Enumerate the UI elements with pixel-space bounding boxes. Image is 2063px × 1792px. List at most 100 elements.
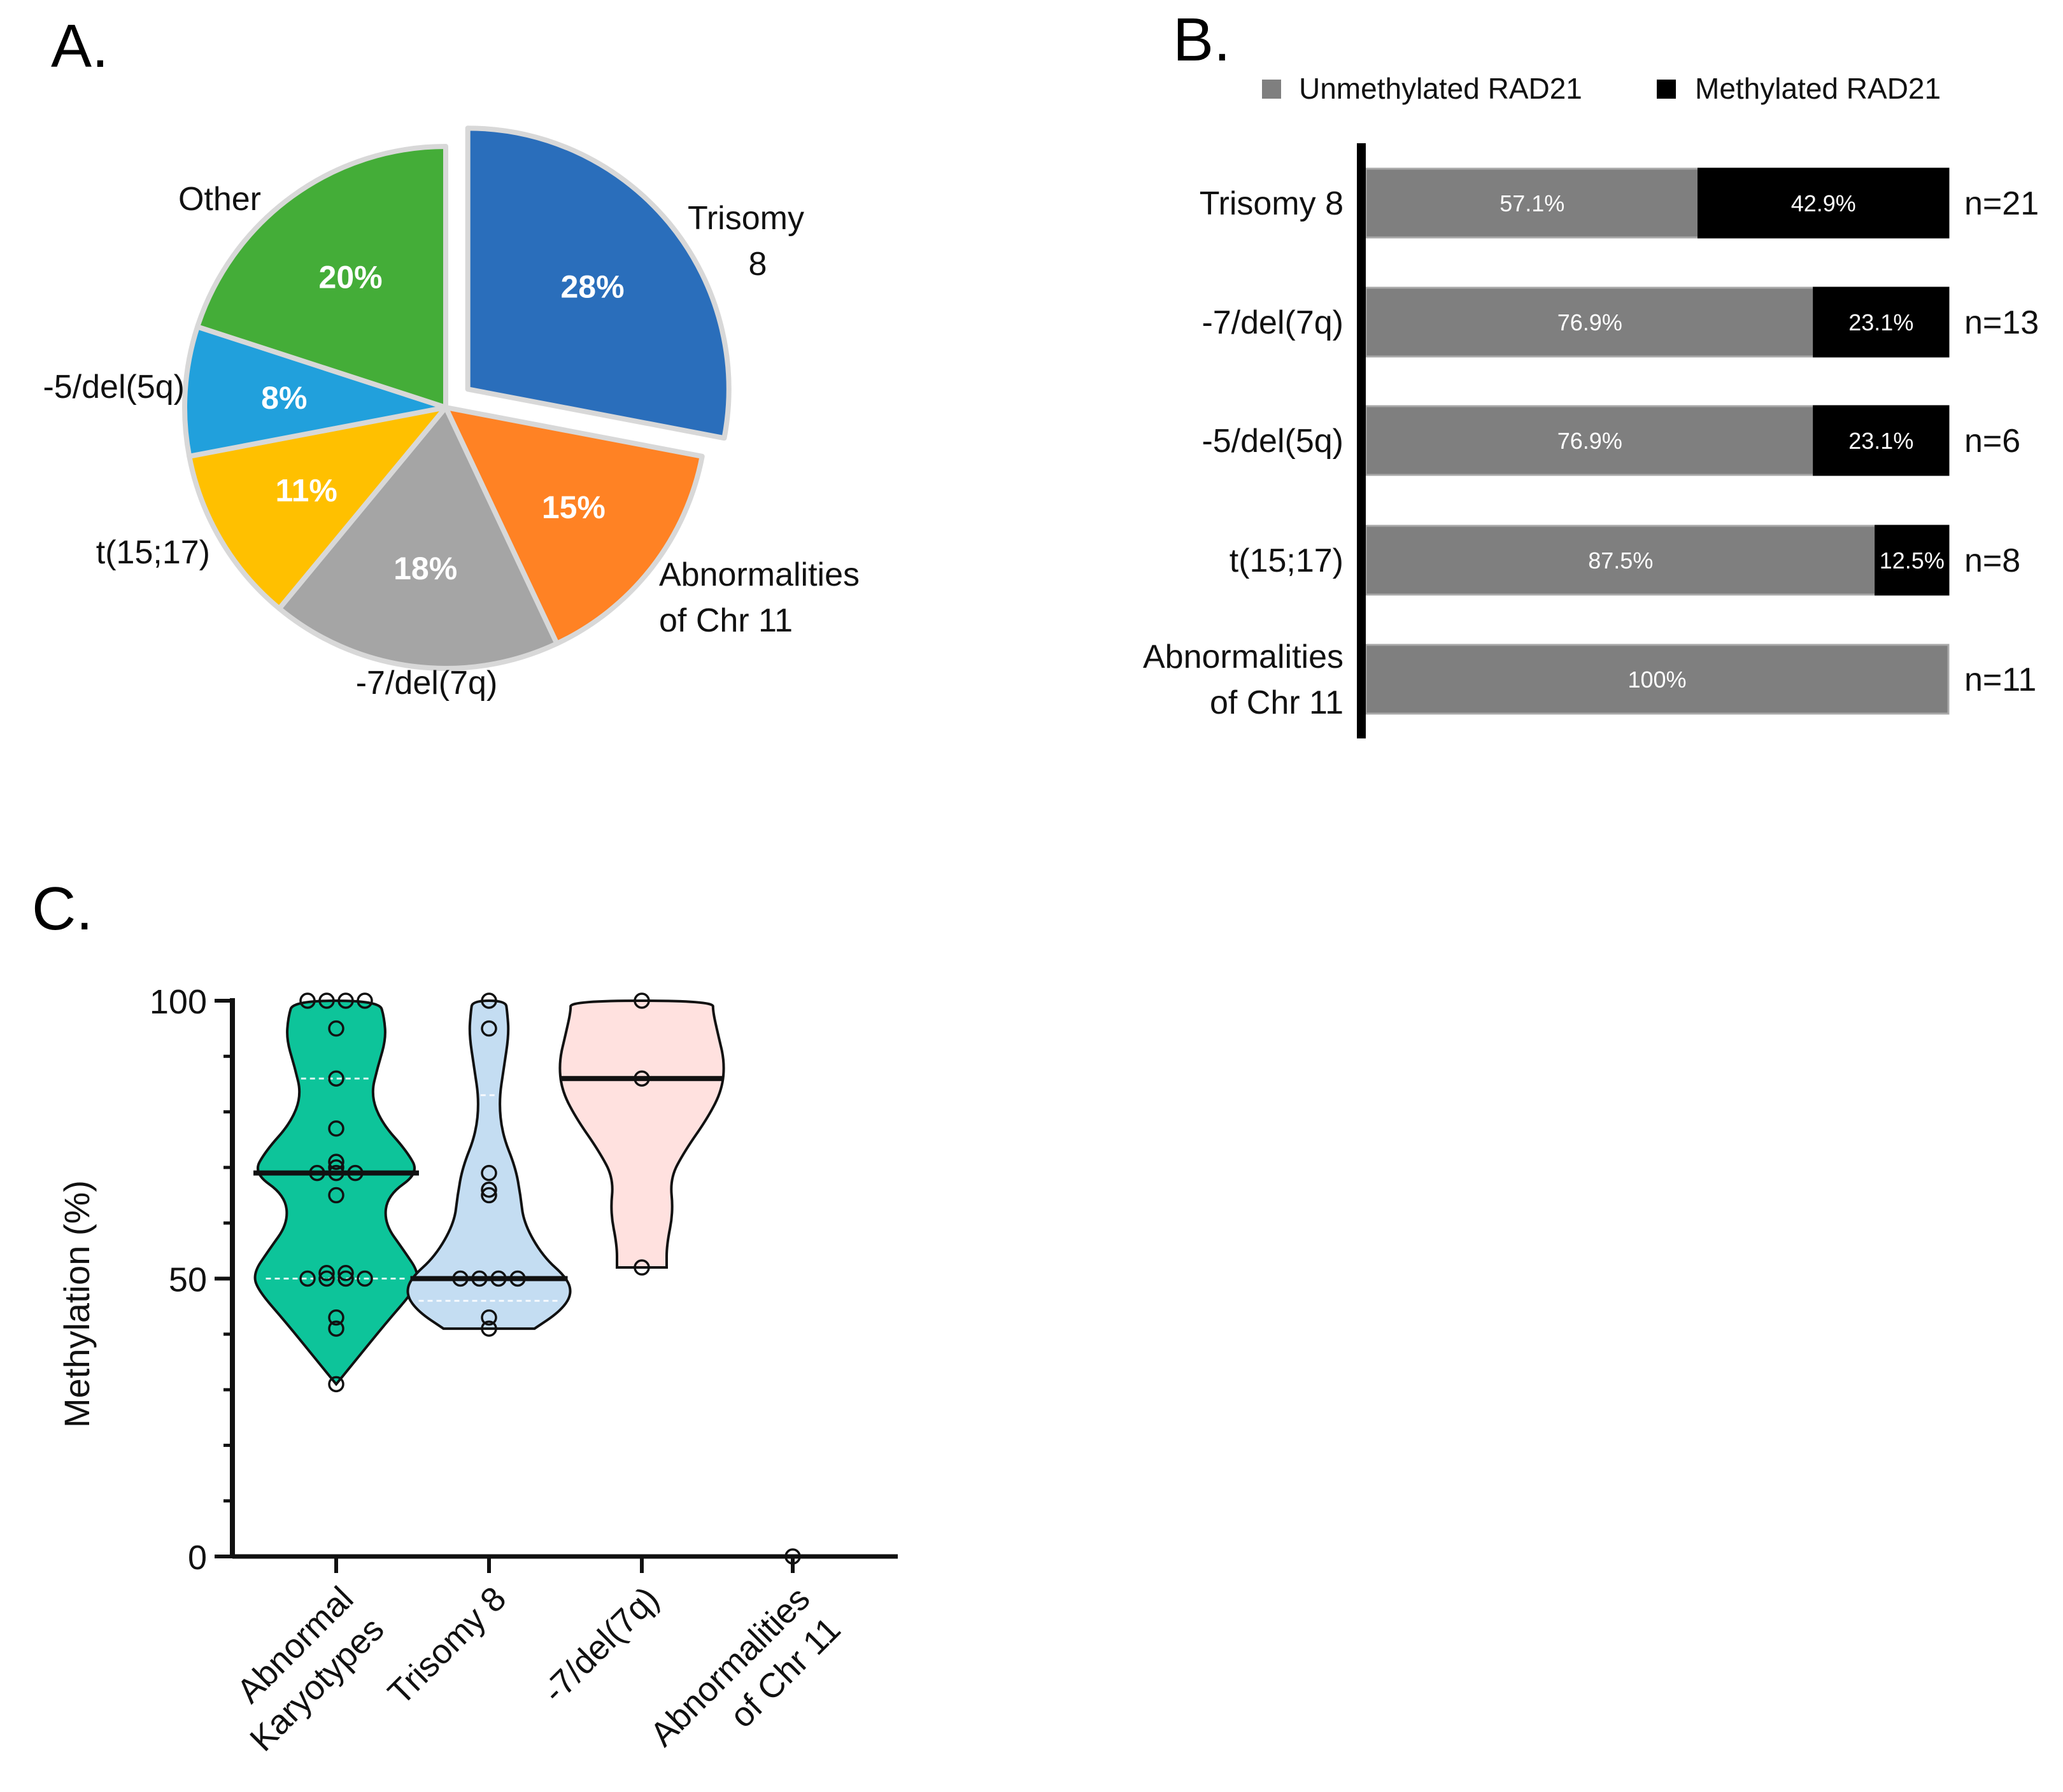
violin-point (347, 1164, 364, 1182)
pie-value-abnormalities-of-chr-11: 15% (542, 490, 606, 525)
bar-segment-unmethylated-rad21-3 (1365, 525, 1877, 596)
violin-point (328, 1159, 344, 1176)
violin-abnormal-karyotypes (253, 999, 419, 1386)
violin-point (634, 992, 650, 1009)
bar-value-label: 23.1% (1848, 428, 1913, 454)
violin-point (481, 1309, 497, 1326)
pie-slice-trisomy-8 (465, 125, 732, 441)
violin-point (328, 1376, 344, 1393)
violin-point (481, 1320, 497, 1337)
bar-category-label: -5/del(5q) (1202, 423, 1343, 460)
violin-point (328, 1164, 344, 1182)
violin-point (337, 992, 354, 1009)
pie-label-abnormalities-of-chr-11: of Chr 11 (659, 602, 793, 639)
bar-value-label: 100% (1627, 667, 1686, 693)
bar-category-label: Abnormalities (1143, 638, 1343, 675)
violin-point (634, 1070, 650, 1087)
violin-point (318, 1265, 335, 1281)
bar-category-label: t(15;17) (1230, 542, 1343, 579)
violin-7-del-7q (558, 999, 725, 1269)
x-category-label-line: -7/del(7q) (535, 1579, 667, 1711)
legend-swatch-unmethylated-rad21 (1262, 80, 1281, 99)
panel-label-a: A. (51, 12, 109, 80)
pie-slice-other (195, 144, 448, 410)
violin-point (481, 1182, 497, 1198)
violin-point (309, 1164, 325, 1182)
stacked-bar-chart: Unmethylated RAD21 Methylated RAD21 57.1% 4… (1143, 72, 2039, 738)
violin-point (357, 1270, 373, 1287)
panel-label-c: C. (32, 875, 93, 943)
bar-category-label: of Chr 11 (1210, 684, 1343, 721)
bar-value-label: 57.1% (1499, 190, 1564, 216)
x-category-label-line: Trisomy 8 (381, 1579, 514, 1712)
violin-point (481, 992, 497, 1009)
bar-n-label: n=13 (1964, 304, 2039, 341)
violin-point (299, 992, 316, 1009)
bar-segment-methylated-rad21-3 (1875, 525, 1950, 596)
violin-trisomy-8 (406, 999, 572, 1330)
bar-category-label: Trisomy 8 (1200, 185, 1343, 222)
violin-point (452, 1270, 469, 1287)
pie-value-t-15-17: 11% (276, 472, 337, 508)
violin-point (328, 1020, 344, 1037)
violin-point (328, 1187, 344, 1204)
bar-n-label: n=6 (1964, 423, 2020, 460)
pie-value-other: 20% (319, 259, 383, 295)
bar-value-label: 12.5% (1880, 547, 1945, 574)
pie-slice-7-del-7q (276, 405, 560, 671)
violin-point (337, 1270, 354, 1287)
x-category-label-abnormalities-of-chr-11: Abnormalitiesof Chr 11 (643, 1579, 848, 1784)
panel-label-b: B. (1173, 6, 1231, 74)
y-tick-label: 0 (188, 1539, 207, 1577)
violin-point (328, 1154, 344, 1170)
bar-value-label: 87.5% (1588, 547, 1653, 574)
pie-slice-t-15-17 (187, 405, 448, 611)
pie-label-5-del-5q: -5/del(5q) (43, 369, 185, 406)
bar-value-label: 42.9% (1791, 190, 1856, 216)
pie-label-abnormalities-of-chr-11: Abnormalities (659, 556, 860, 593)
violin-point (328, 1320, 344, 1337)
pie-label-t-15-17: t(15;17) (96, 534, 210, 571)
violin-point (481, 1164, 497, 1182)
violin-point (471, 1270, 488, 1287)
y-tick-label: 100 (150, 983, 207, 1021)
pie-label-other: Other (178, 181, 261, 218)
bar-n-label: n=21 (1964, 185, 2039, 222)
pie-value-trisomy-8: 28% (560, 269, 624, 304)
legend-swatch-methylated-rad21 (1657, 80, 1676, 99)
pie-slice-abnormalities-of-chr-11 (443, 405, 705, 646)
bar-segment-methylated-rad21-0 (1697, 167, 1950, 239)
violin-point (357, 992, 373, 1009)
violin-point (481, 1020, 497, 1037)
violin-point (634, 1259, 650, 1276)
violin-point (784, 1548, 801, 1565)
violin-point (481, 1187, 497, 1204)
violin-point (328, 1070, 344, 1087)
x-category-label-7-del-7q: -7/del(7q) (535, 1579, 667, 1711)
pie-slice-5-del-5q (182, 324, 448, 459)
bar-value-label: 76.9% (1557, 428, 1622, 454)
bar-n-label: n=11 (1964, 661, 2036, 698)
y-tick-label: 50 (169, 1261, 207, 1299)
bar-segment-methylated-rad21-2 (1813, 405, 1950, 476)
pie-label-trisomy-8: 8 (749, 246, 767, 283)
bar-segment-methylated-rad21-1 (1813, 286, 1950, 358)
pie-value-5-del-5q: 8% (261, 380, 307, 416)
violin-point (337, 1265, 354, 1281)
violin-point (299, 1270, 316, 1287)
legend-label-unmethylated-rad21: Unmethylated RAD21 (1299, 72, 1582, 105)
bar-segment-unmethylated-rad21-4 (1365, 644, 1950, 715)
legend-label-methylated-rad21: Methylated RAD21 (1695, 72, 1941, 105)
pie-value-7-del-7q: 18% (393, 551, 457, 586)
x-category-label-abnormal-karyotypes: AbnormalKaryotypes (212, 1579, 392, 1759)
bar-value-label: 23.1% (1848, 309, 1913, 335)
violin-point (328, 1309, 344, 1326)
bar-category-label: -7/del(7q) (1202, 304, 1343, 341)
bar-value-label: 76.9% (1557, 309, 1622, 335)
violin-point (328, 1120, 344, 1137)
violin-point (318, 1270, 335, 1287)
x-category-label-trisomy-8: Trisomy 8 (381, 1579, 514, 1712)
